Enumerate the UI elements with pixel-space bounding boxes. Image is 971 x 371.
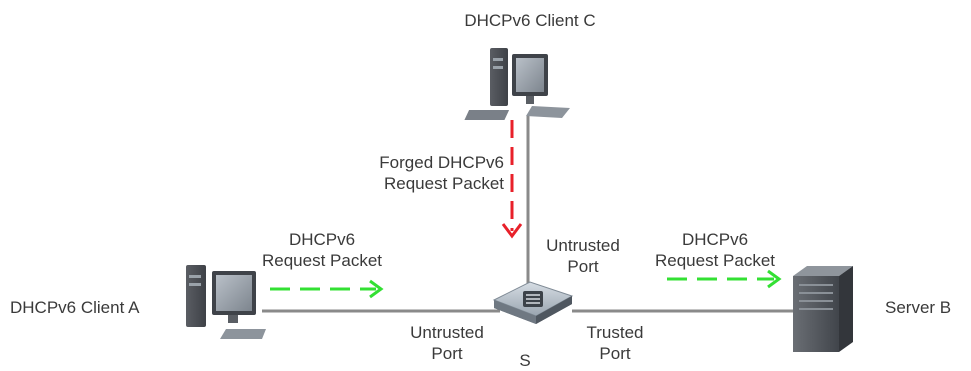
server-b-label: Server B bbox=[885, 298, 952, 317]
request-packet-label-a: DHCPv6 Request Packet bbox=[222, 229, 422, 271]
server-tower-icon bbox=[793, 266, 853, 352]
port-label-switch-a: Untrusted Port bbox=[392, 322, 502, 364]
port-label-switch-b-line1: Trusted bbox=[586, 323, 644, 342]
switch-icon bbox=[492, 281, 574, 324]
port-label-switch-b-line2: Port bbox=[599, 344, 631, 363]
port-label-switch-a-line2: Port bbox=[431, 344, 463, 363]
switch-label: S bbox=[519, 351, 531, 370]
port-label-switch-b: Trusted Port bbox=[560, 322, 670, 364]
request-packet-label-a-line2: Request Packet bbox=[261, 251, 382, 270]
request-packet-label-a-line1: DHCPv6 bbox=[288, 230, 356, 249]
port-label-switch-c-line2: Port bbox=[567, 257, 599, 276]
request-packet-arrow-b bbox=[667, 269, 782, 289]
forged-packet-label: Forged DHCPv6 Request Packet bbox=[300, 152, 504, 194]
forged-packet-label-line2: Request Packet bbox=[383, 174, 504, 193]
request-packet-label-b-line1: DHCPv6 bbox=[681, 230, 749, 249]
desktop-computer-icon bbox=[186, 265, 266, 339]
client-c-label: DHCPv6 Client C bbox=[464, 11, 596, 30]
port-label-switch-a-line1: Untrusted bbox=[410, 323, 484, 342]
request-packet-label-b: DHCPv6 Request Packet bbox=[615, 229, 815, 271]
port-label-switch-c: Untrusted Port bbox=[528, 235, 638, 277]
request-packet-arrow-a bbox=[270, 279, 384, 299]
port-label-switch-c-line1: Untrusted bbox=[546, 236, 620, 255]
client-a-label: DHCPv6 Client A bbox=[10, 298, 140, 317]
request-packet-label-b-line2: Request Packet bbox=[654, 251, 775, 270]
desktop-computer-icon bbox=[464, 48, 570, 120]
forged-packet-arrow bbox=[501, 120, 523, 239]
forged-packet-label-line1: Forged DHCPv6 bbox=[379, 153, 504, 172]
